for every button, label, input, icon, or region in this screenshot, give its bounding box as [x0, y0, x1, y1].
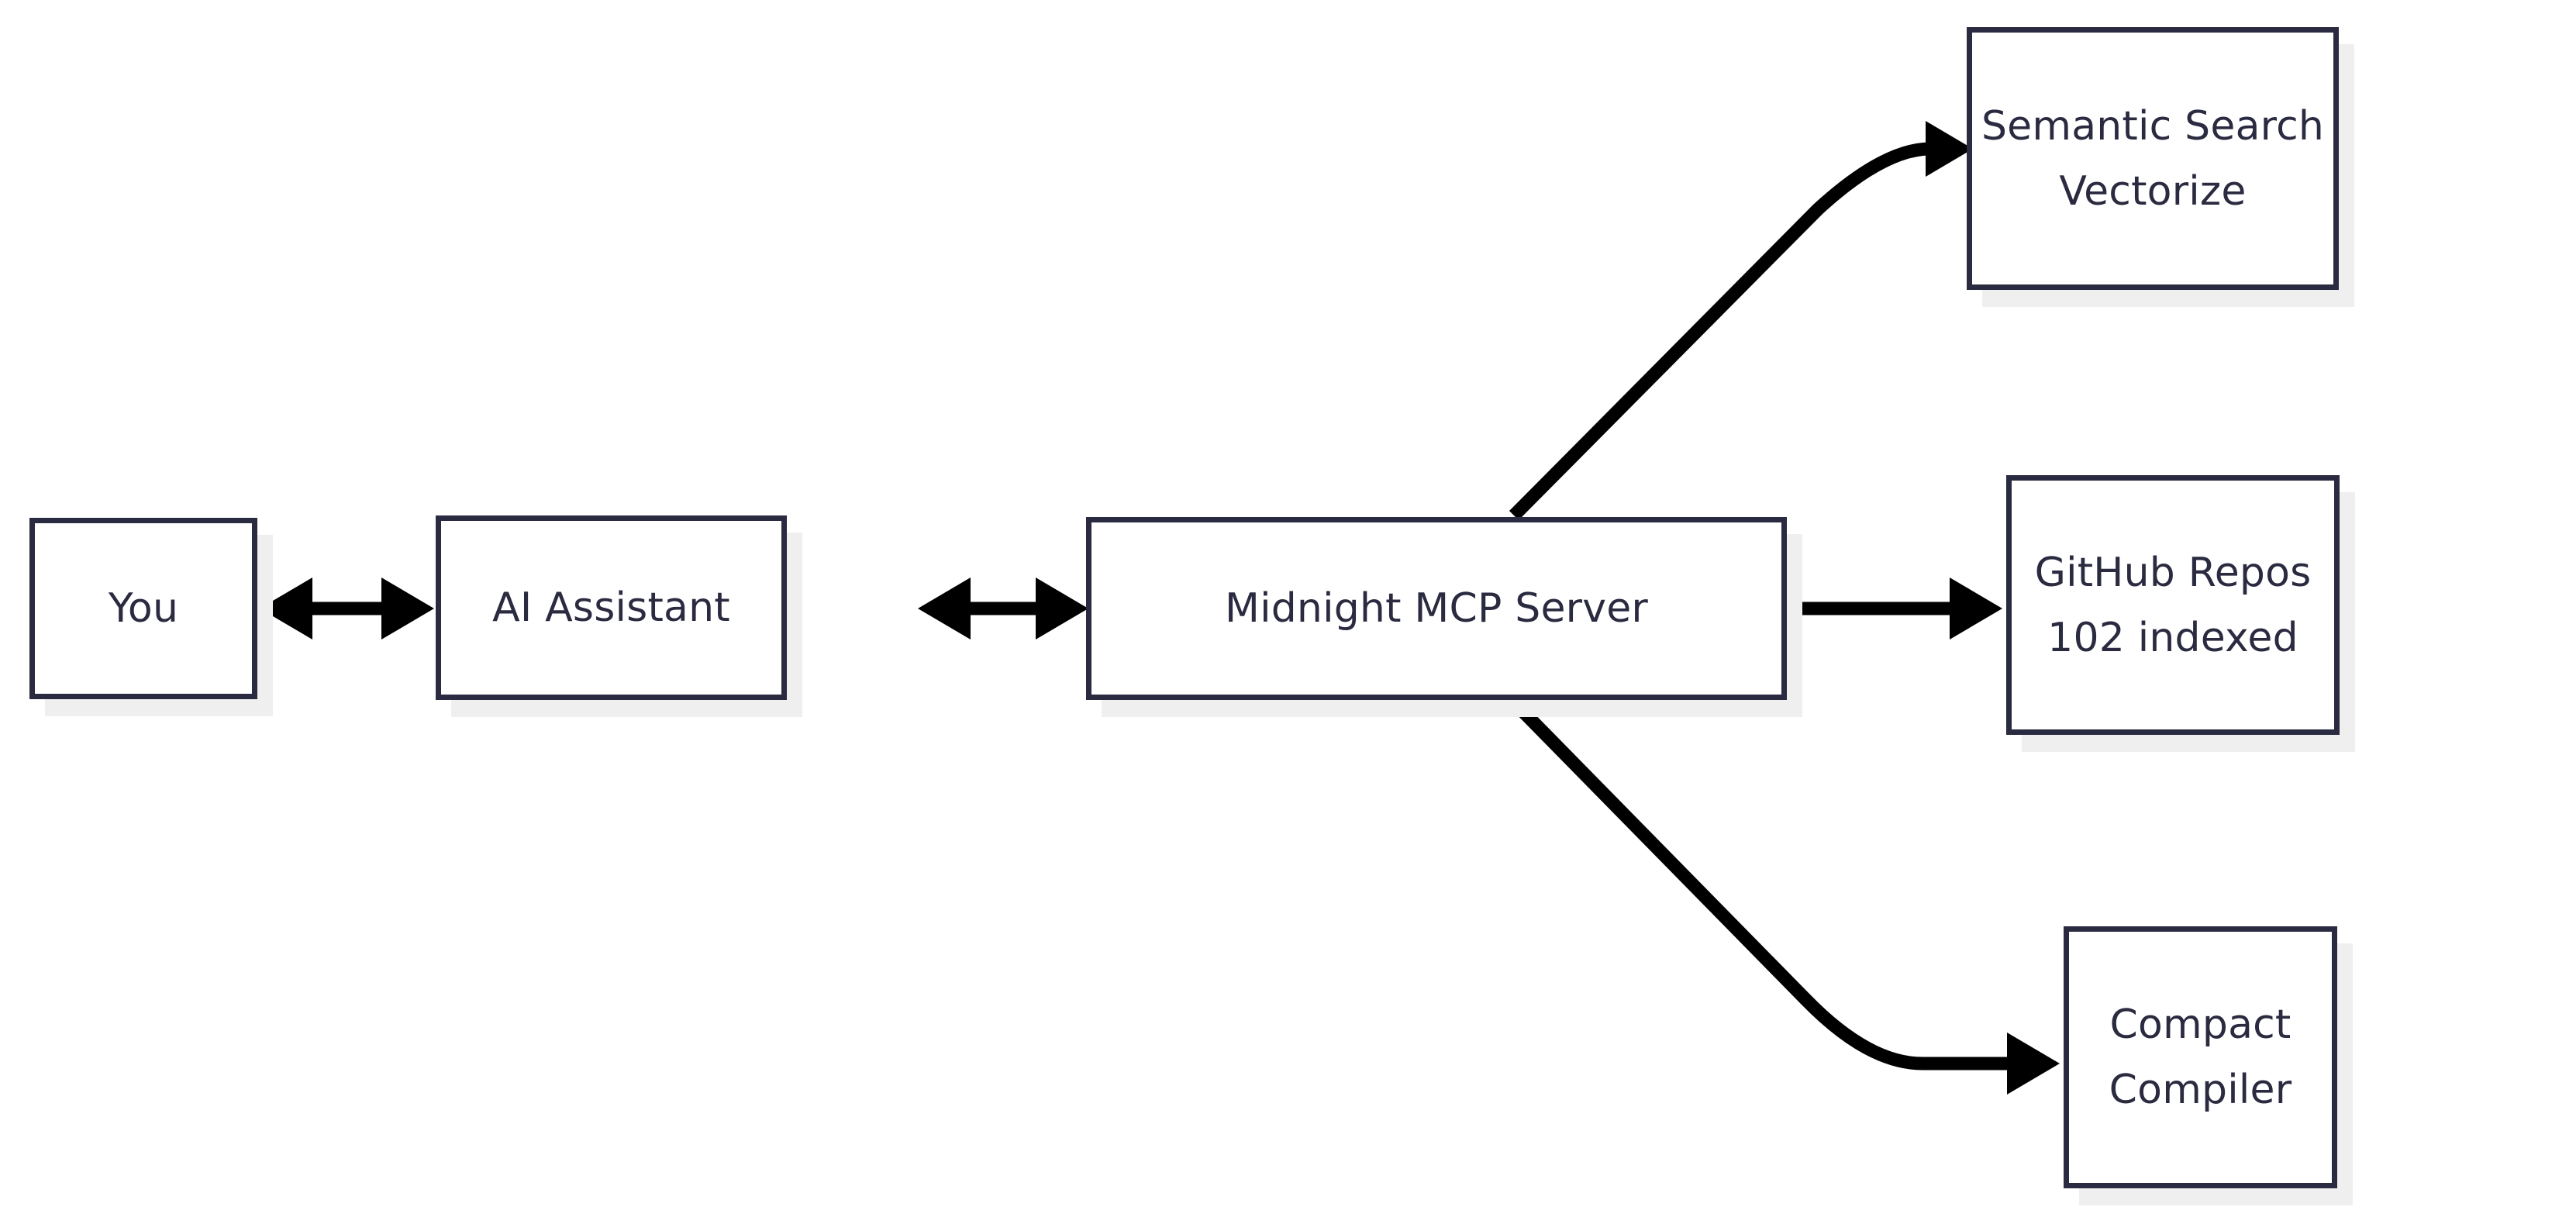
- node-semantic-search-label-line1: Semantic Search: [1981, 102, 2325, 150]
- edge-mcp-server-semantic-search: [1509, 121, 1973, 520]
- edge-you-ai-assistant: [260, 577, 434, 640]
- node-compact-compiler-label-line2: Compiler: [2109, 1067, 2292, 1113]
- edge-mcp-server-compact-compiler: [1506, 695, 2060, 1095]
- node-github-repos-indexed-count: 102 indexed: [2047, 614, 2298, 661]
- node-github-repos[interactable]: GitHub Repos 102 indexed: [2006, 475, 2340, 735]
- node-ai-assistant-label: AI Assistant: [492, 584, 730, 631]
- node-github-repos-label-line1: GitHub Repos: [2034, 549, 2312, 596]
- edge-ai-assistant-mcp-server: [918, 577, 1088, 640]
- node-you-label: You: [108, 585, 179, 632]
- edge-mcp-server-github-repos: [1787, 577, 2002, 640]
- node-midnight-mcp-server-label: Midnight MCP Server: [1225, 585, 1648, 632]
- node-semantic-search[interactable]: Semantic Search Vectorize: [1967, 27, 2339, 290]
- node-you[interactable]: You: [29, 518, 257, 699]
- node-compact-compiler[interactable]: Compact Compiler: [2064, 926, 2337, 1188]
- node-compact-compiler-label-line1: Compact: [2109, 1002, 2292, 1048]
- node-ai-assistant[interactable]: AI Assistant: [436, 515, 787, 700]
- node-midnight-mcp-server[interactable]: Midnight MCP Server: [1086, 517, 1787, 700]
- node-semantic-search-label-line2: Vectorize: [2059, 167, 2247, 215]
